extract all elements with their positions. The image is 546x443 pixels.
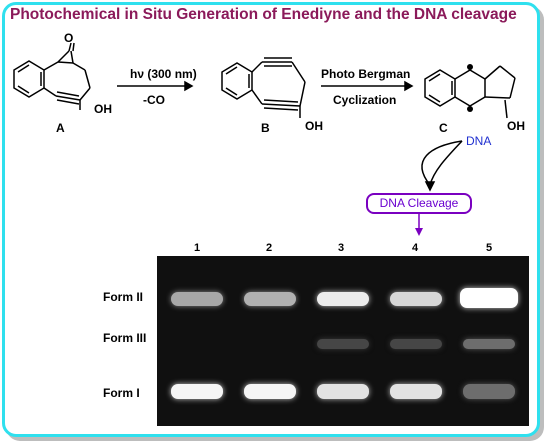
step1-bottom-label: -CO — [143, 93, 165, 107]
form-iii-label: Form III — [103, 331, 147, 345]
lane-number-2: 2 — [266, 242, 273, 254]
compound-a-label: A — [56, 121, 65, 135]
gel-image — [157, 256, 529, 426]
dna-label: DNA — [466, 134, 491, 148]
step1-top-label: hν (300 nm) — [130, 67, 197, 81]
compound-a-oh: OH — [94, 102, 112, 116]
lane-number-5: 5 — [486, 242, 493, 254]
figure-title: Photochemical in Situ Generation of Ened… — [10, 6, 517, 23]
form-i-label: Form I — [103, 386, 140, 400]
gel-band — [463, 384, 515, 399]
gel-band — [317, 384, 369, 399]
form-ii-label: Form II — [103, 290, 144, 304]
gel-band — [463, 339, 515, 349]
compound-c-oh: OH — [507, 119, 525, 133]
dna-cleavage-box: DNA Cleavage — [366, 193, 472, 214]
step2-bottom-label: Cyclization — [333, 93, 396, 107]
gel-band — [171, 292, 223, 306]
gel-band — [390, 384, 442, 399]
lane-number-1: 1 — [194, 242, 201, 254]
gel-band — [460, 288, 518, 308]
gel-band — [390, 339, 442, 349]
compound-b-oh: OH — [305, 119, 323, 133]
gel-band — [171, 384, 223, 399]
gel-band — [244, 292, 296, 306]
compound-a-structure — [13, 42, 91, 110]
gel-band — [317, 339, 369, 349]
gel-band — [244, 384, 296, 399]
compound-c-label: C — [439, 121, 448, 135]
compound-b-label: B — [261, 121, 270, 135]
radical-dot-bottom — [467, 106, 473, 112]
radical-dot-top — [467, 64, 473, 70]
gel-band — [317, 292, 369, 306]
gel-band — [390, 292, 442, 306]
lane-number-4: 4 — [412, 242, 419, 254]
compound-c-structure — [424, 65, 516, 119]
lane-number-3: 3 — [338, 242, 345, 254]
compound-b-structure — [221, 57, 306, 118]
carbonyl-oxygen: O — [64, 31, 73, 45]
step2-top-label: Photo Bergman — [321, 67, 410, 81]
